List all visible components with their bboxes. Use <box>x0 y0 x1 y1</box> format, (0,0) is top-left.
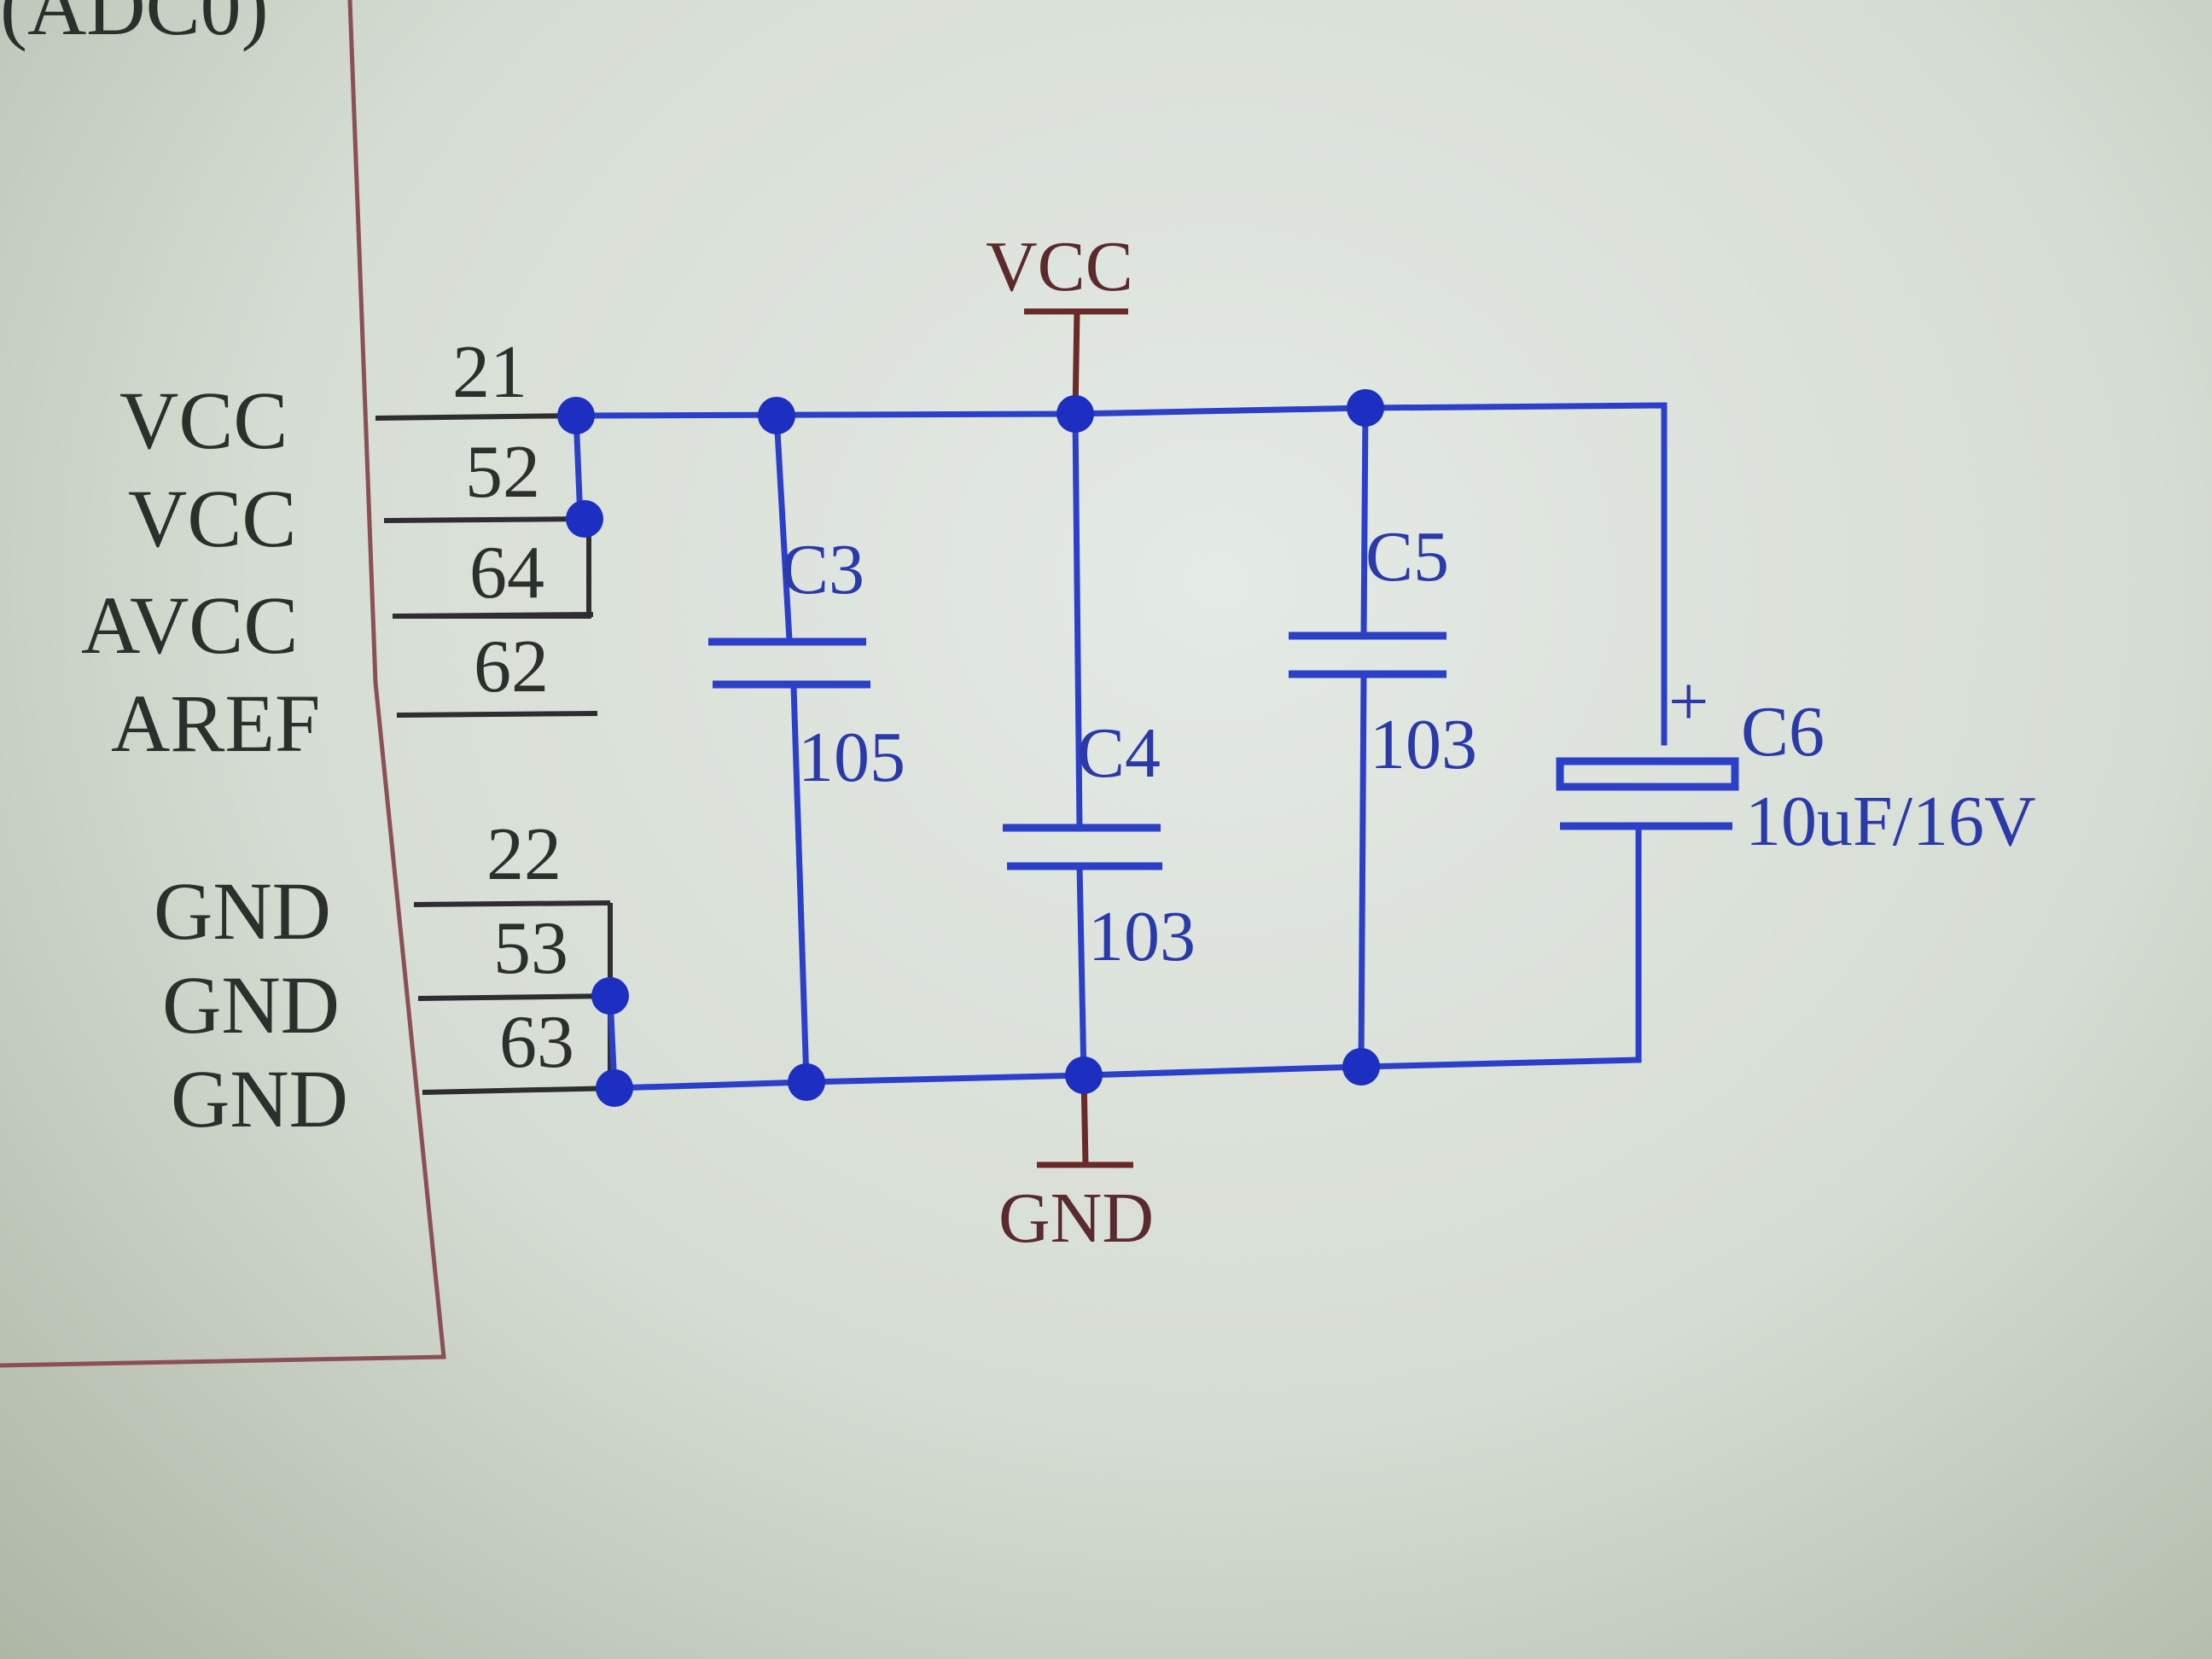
c3-ref: C3 <box>781 530 864 609</box>
vcc-rail <box>573 402 1668 746</box>
gnd-label: GND <box>998 1179 1154 1258</box>
capacitor-c5: C5 103 <box>1289 517 1477 784</box>
pin-62-line <box>396 711 598 718</box>
junctions <box>557 389 1384 1107</box>
pin-label-gnd-3: GND <box>171 1053 348 1144</box>
junction-dot <box>1342 1048 1380 1086</box>
pin-number-21: 21 <box>452 331 527 414</box>
junction-dot <box>1057 395 1094 433</box>
c4-ref: C4 <box>1077 713 1161 793</box>
junction-dot <box>758 397 795 434</box>
junction-dot <box>1065 1057 1103 1094</box>
pin-53-line <box>417 993 615 1001</box>
pin-number-22: 22 <box>486 813 562 896</box>
pin-number-63: 63 <box>499 1001 574 1084</box>
pin-number-53: 53 <box>493 907 568 990</box>
pin-21-line <box>375 413 581 421</box>
junction-dot <box>596 1069 633 1107</box>
gnd-power-symbol: GND <box>998 1074 1154 1258</box>
c6-plate-top <box>1556 757 1739 791</box>
pin-label-aref: AREF <box>111 678 320 769</box>
capacitor-c3: C3 105 <box>708 530 905 797</box>
c6-ref: C6 <box>1741 692 1825 771</box>
pin-label-gnd-2: GND <box>162 959 340 1051</box>
pin-number-52: 52 <box>465 431 540 514</box>
capacitor-c4: C4 103 <box>1003 713 1196 976</box>
pin-number-64: 64 <box>469 532 544 614</box>
pin-labels: VCC VCC AVCC AREF GND GND GND <box>81 375 348 1144</box>
chip-top-label: (ADC0) <box>0 0 269 52</box>
c6-value: 10uF/16V <box>1745 782 2036 861</box>
c4-value: 103 <box>1088 897 1196 976</box>
pin-label-avcc: AVCC <box>81 579 298 671</box>
c5-value: 103 <box>1370 705 1477 784</box>
capacitor-c6: + C6 10uF/16V <box>1556 662 2036 861</box>
gnd-rail <box>611 871 1642 1091</box>
vcc-power-symbol: VCC <box>986 227 1133 415</box>
vcc-pin-tie <box>393 519 591 619</box>
pin-22-line <box>413 900 611 907</box>
pin-number-62: 62 <box>474 626 549 708</box>
c6-polarity: + <box>1668 662 1708 742</box>
vcc-label: VCC <box>986 227 1133 306</box>
c5-ref: C5 <box>1365 517 1449 597</box>
pin-52-line <box>383 516 590 523</box>
pin-63-line <box>422 1086 620 1095</box>
c3-value: 105 <box>798 718 905 797</box>
wires <box>573 402 1668 1091</box>
chip-body: (ADC0) <box>0 0 446 1368</box>
pin-label-gnd-1: GND <box>154 865 331 957</box>
pin-label-vcc-2: VCC <box>128 473 296 564</box>
junction-dot <box>1347 389 1384 427</box>
junction-dot <box>557 397 595 434</box>
junction-dot <box>788 1063 825 1101</box>
junction-dot <box>566 500 603 538</box>
pin-numbers: 21 52 64 62 22 53 63 <box>452 331 574 1084</box>
junction-dot <box>591 977 629 1015</box>
pin-label-vcc-1: VCC <box>119 375 288 466</box>
